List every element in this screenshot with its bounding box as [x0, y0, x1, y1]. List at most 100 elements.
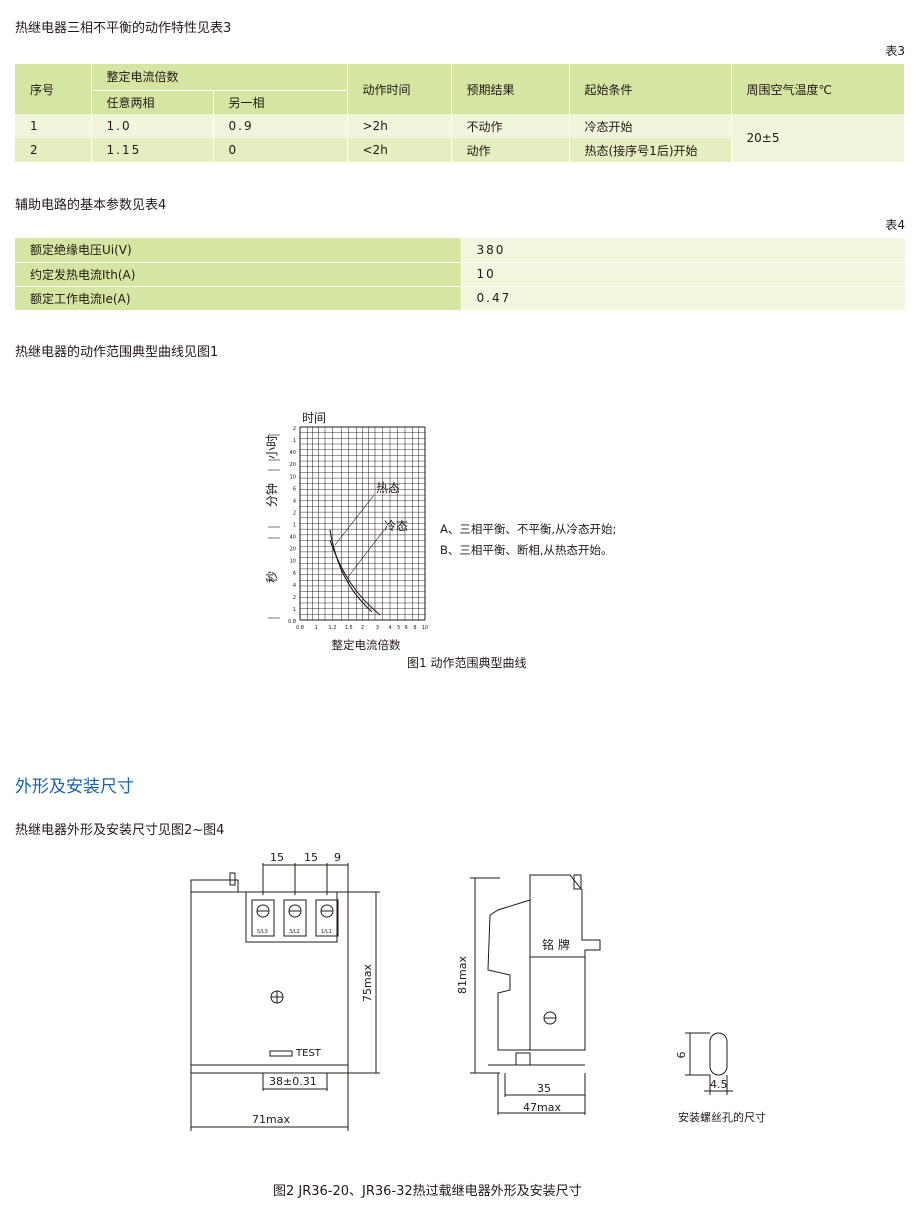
fig2-drawing: 15 15 9 5/L3 3/L2 1/L1 TEST 38±0.31 71ma…: [190, 851, 766, 1131]
fig2-front-body: [190, 891, 349, 1066]
fig1-unit-hours: 小时: [265, 435, 279, 459]
th-multiple: 整定电流倍数: [91, 64, 348, 91]
fig2-dim-71: 71max: [252, 1113, 290, 1126]
fig1-x-tick-label: 4: [388, 625, 391, 631]
fig2-mounting-hole: [709, 1032, 728, 1076]
fig1-x-tick-label: 3: [376, 625, 379, 631]
fig1-caption: 图1 动作范围典型曲线: [407, 656, 526, 670]
fig1-y-tick-label: 1: [293, 523, 296, 529]
table4-intro: 辅助电路的基本参数见表4: [15, 198, 167, 213]
table-row: 1 1.0 0.9 >2h 不动作 冷态开始 20±5: [15, 114, 905, 162]
fig1-x-tick-label: 1.5: [345, 625, 353, 631]
fig2-dim-47: 47max: [523, 1101, 561, 1114]
th-start: 起始条件: [569, 64, 732, 114]
fig2-dim-9: 9: [334, 851, 341, 864]
table4-label: 表4: [885, 218, 905, 232]
fig2-dim-6: 6: [675, 1052, 688, 1059]
table3-label: 表3: [885, 44, 905, 58]
fig1-intro: 热继电器的动作范围典型曲线见图1: [15, 345, 219, 360]
fig1-y-tick-label: 2: [293, 595, 296, 601]
fig2-term-2: 3/L2: [289, 929, 300, 935]
cell-result: 不动作: [451, 114, 570, 138]
fig1-curve-cold: [329, 529, 373, 613]
fig1-y-tick-label: 10: [290, 559, 296, 565]
fig1-x-tick-label: 8: [413, 625, 416, 631]
fig1-y-tick-label: 4: [293, 498, 296, 504]
fig2-dim-15a: 15: [270, 851, 284, 864]
fig1-y-tick-label: 1: [293, 607, 296, 613]
fig2-hole-label: 安装螺丝孔的尺寸: [678, 1110, 766, 1124]
th-time: 动作时间: [347, 64, 452, 114]
cell-any-two: 1.15: [91, 138, 214, 162]
th-other-one: 另一相: [213, 90, 348, 114]
fig2-dim-81: 81max: [456, 956, 469, 994]
cell-value: 380: [460, 238, 905, 262]
fig1-y-tick-label: 40: [290, 450, 296, 456]
fig1-y-tick-label: 4: [293, 583, 296, 589]
cell-seq: 1: [15, 114, 92, 138]
th-result: 预期结果: [451, 64, 570, 114]
fig2-side-body: [529, 874, 601, 1051]
cell-result: 动作: [451, 138, 570, 162]
fig2-dim-38: 38±0.31: [269, 1075, 317, 1088]
table4: 额定绝缘电压Ui(V) 380 约定发热电流Ith(A) 10 额定工作电流Ie…: [15, 238, 905, 311]
fig2-test: TEST: [295, 1048, 322, 1059]
fig2-dim-15b: 15: [304, 851, 318, 864]
fig2-terminal-2: [283, 899, 307, 937]
table-row: 额定工作电流Ie(A) 0.47: [15, 286, 905, 310]
fig1-y-tick-label: 2: [293, 510, 296, 516]
fig2-term-3: 1/L1: [321, 929, 332, 935]
fig1-unit-seconds: 秒: [265, 571, 279, 583]
fig1-y-tick-label: 20: [290, 547, 296, 553]
fig1-curve-hot: [329, 539, 381, 616]
fig1-y-title: 时间: [302, 411, 326, 425]
fig1-y-tick-label: 0.8: [288, 619, 296, 625]
cell-value: 10: [460, 262, 905, 286]
fig2-caption: 图2 JR36-20、JR36-32热过载继电器外形及安装尺寸: [273, 1184, 582, 1199]
cell-key: 额定绝缘电压Ui(V): [15, 238, 461, 262]
table3-intro: 热继电器三相不平衡的动作特性见表3: [15, 21, 232, 36]
fig1-x-tick-label: 2: [361, 625, 364, 631]
fig2-dim-45: 4.5: [710, 1078, 728, 1091]
fig1-label-cold: 冷态: [384, 519, 408, 533]
cell-time: <2h: [347, 138, 452, 162]
cell-start: 冷态开始: [569, 114, 732, 138]
fig2-dim-35: 35: [537, 1082, 551, 1095]
cell-key: 额定工作电流Ie(A): [15, 286, 461, 310]
fig1-grid: [299, 426, 426, 621]
fig1-y-tick-label: 2: [293, 426, 296, 432]
table-row: 约定发热电流Ith(A) 10: [15, 262, 905, 286]
th-temp: 周围空气温度℃: [731, 64, 905, 114]
cell-other-one: 0.9: [213, 114, 348, 138]
fig1-x-tick-label: 10: [422, 625, 428, 631]
fig1-x-tick-label: 5: [397, 625, 400, 631]
fig1-x-tick-label: 1.2: [329, 625, 337, 631]
table3: 序号 整定电流倍数 动作时间 预期结果 起始条件 周围空气温度℃ 任意两相 另一…: [15, 64, 905, 162]
fig1-x-tick-label: 0.8: [296, 625, 304, 631]
fig1-x-tick-label: 6: [405, 625, 408, 631]
fig1-y-tick-label: 6: [293, 486, 296, 492]
th-seq: 序号: [15, 64, 92, 114]
th-any-two: 任意两相: [91, 90, 214, 114]
fig1-note-b: B、三相平衡、断相,从热态开始。: [440, 543, 613, 557]
cell-seq: 2: [15, 138, 92, 162]
cell-temp: 20±5: [731, 114, 905, 162]
fig2-nameplate: 铭 牌: [542, 937, 570, 952]
cell-time: >2h: [347, 114, 452, 138]
fig2-terminal-3: [315, 899, 339, 937]
fig1-y-tick-label: 20: [290, 462, 296, 468]
table-row: 额定绝缘电压Ui(V) 380: [15, 238, 905, 262]
fig2-dim-75: 75max: [361, 964, 374, 1002]
fig1-unit-minutes: 分钟: [264, 483, 279, 507]
fig1-x-tick-label: 1: [315, 625, 318, 631]
fig1-y-tick-label: 40: [290, 535, 296, 541]
cell-start: 热态(接序号1后)开始: [569, 138, 732, 162]
cell-key: 约定发热电流Ith(A): [15, 262, 461, 286]
fig1-note-a: A、三相平衡、不平衡,从冷态开始;: [440, 522, 616, 536]
cell-other-one: 0: [213, 138, 348, 162]
fig1-y-tick-label: 6: [293, 571, 296, 577]
fig1-y-tick-label: 10: [290, 474, 296, 480]
